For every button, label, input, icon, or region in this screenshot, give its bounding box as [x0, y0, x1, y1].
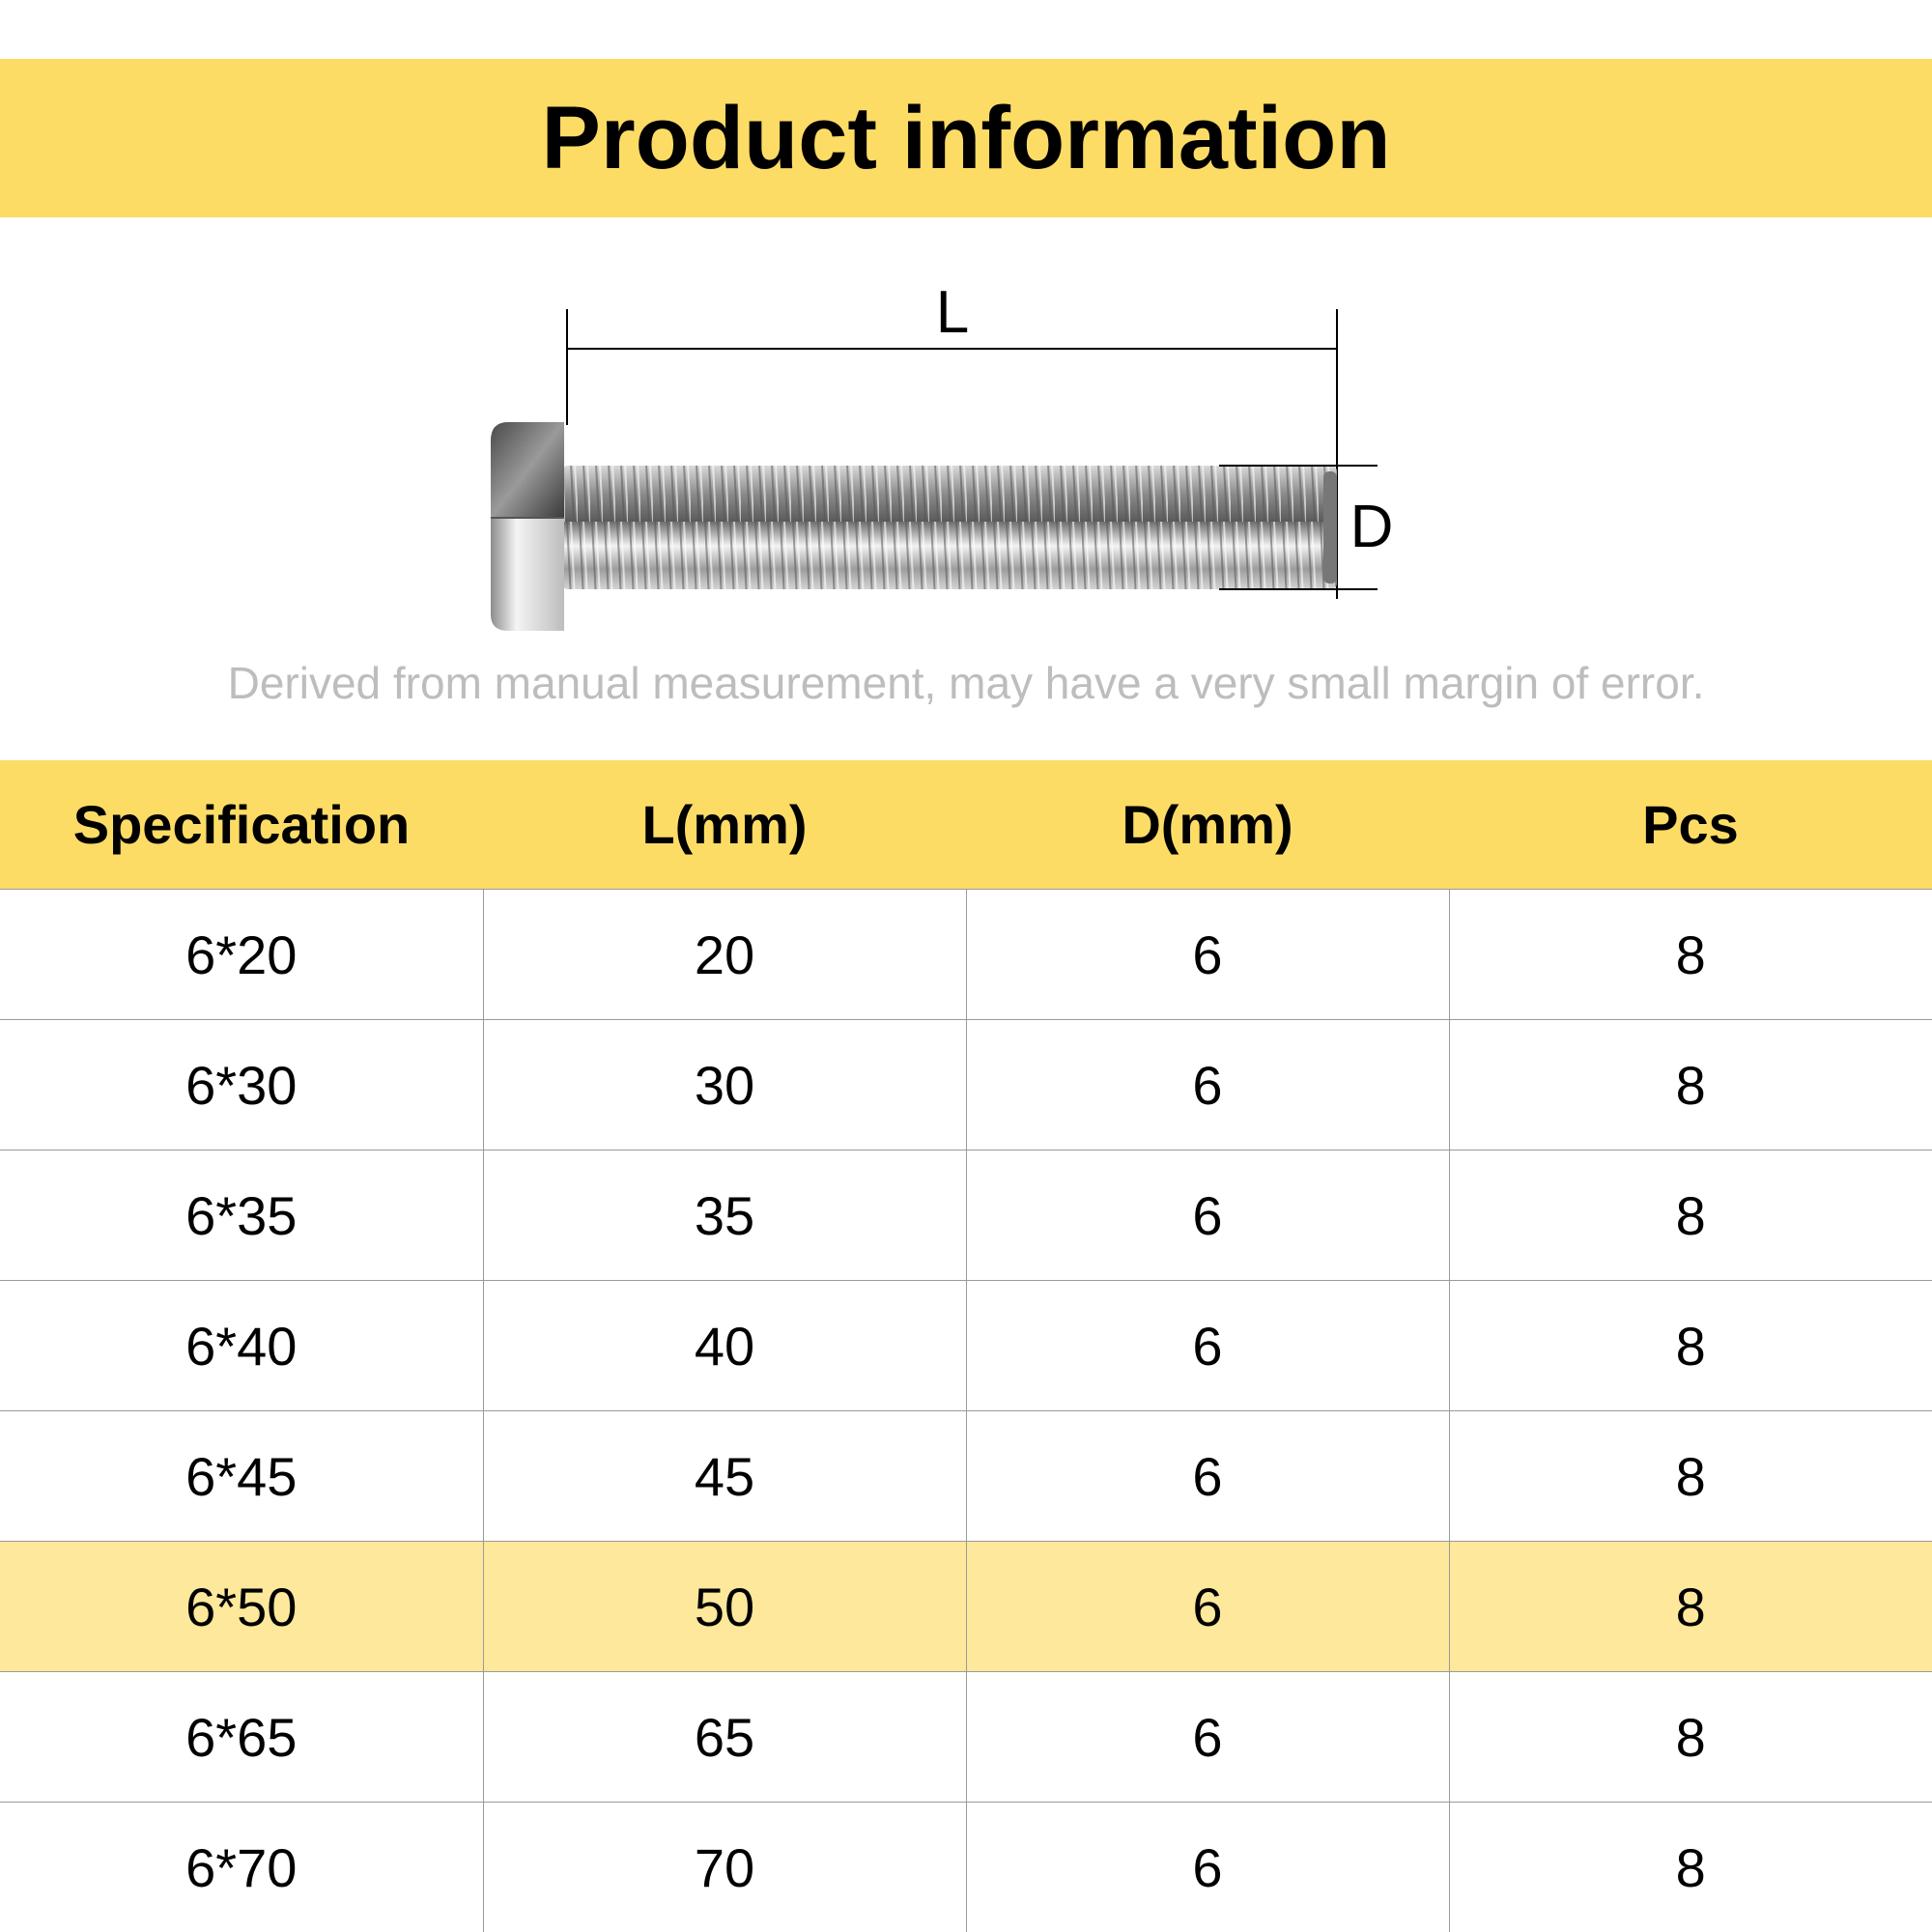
cell-diameter: 6: [965, 1802, 1450, 1932]
title-band: Product information: [0, 59, 1932, 217]
cell-diameter: 6: [965, 1541, 1450, 1672]
column-header-diameter: D(mm): [1122, 794, 1293, 855]
table-row: 6*65 65 6 8: [0, 1671, 1932, 1803]
bolt-head-face: [491, 518, 564, 631]
length-label: L: [936, 279, 969, 346]
table-row: 6*30 30 6 8: [0, 1019, 1932, 1151]
table-row: 6*40 40 6 8: [0, 1280, 1932, 1411]
cell-pcs: 8: [1448, 1671, 1932, 1803]
table-row: 6*70 70 6 8: [0, 1802, 1932, 1932]
cell-spec: 6*30: [0, 1019, 484, 1151]
cell-length: 30: [482, 1019, 967, 1151]
bolt-shaft: [562, 466, 1337, 589]
spec-table: Specification L(mm) D(mm) Pcs 6*20 20 6 …: [0, 760, 1932, 1932]
cell-spec: 6*40: [0, 1280, 484, 1411]
cell-pcs: 8: [1448, 1019, 1932, 1151]
column-header-specification: Specification: [72, 794, 411, 855]
table-row: 6*20 20 6 8: [0, 889, 1932, 1020]
cell-diameter: 6: [965, 1410, 1450, 1542]
measurement-note: Derived from manual measurement, may hav…: [227, 658, 1705, 708]
table-row: 6*35 35 6 8: [0, 1150, 1932, 1281]
cell-length: 35: [482, 1150, 967, 1281]
cell-diameter: 6: [965, 1150, 1450, 1281]
cell-spec: 6*45: [0, 1410, 484, 1542]
cell-diameter: 6: [965, 1671, 1450, 1803]
table-header-row: Specification L(mm) D(mm) Pcs: [0, 760, 1932, 890]
cell-length: 20: [482, 889, 967, 1020]
cell-pcs: 8: [1448, 889, 1932, 1020]
cell-spec: 6*65: [0, 1671, 484, 1803]
cell-length: 65: [482, 1671, 967, 1803]
cell-diameter: 6: [965, 1019, 1450, 1151]
cell-diameter: 6: [965, 889, 1450, 1020]
cell-spec: 6*20: [0, 889, 484, 1020]
cell-length: 45: [482, 1410, 967, 1542]
bolt-drawing: L D: [491, 279, 1394, 631]
bolt-diagram: L D: [0, 251, 1932, 657]
cell-spec: 6*70: [0, 1802, 484, 1932]
diameter-label: D: [1350, 494, 1394, 560]
cell-spec: 6*50: [0, 1541, 484, 1672]
table-row: 6*50 50 6 8: [0, 1541, 1932, 1672]
cell-pcs: 8: [1448, 1541, 1932, 1672]
cell-pcs: 8: [1448, 1280, 1932, 1411]
bolt-head-top: [491, 422, 564, 518]
cell-pcs: 8: [1448, 1802, 1932, 1932]
cell-length: 70: [482, 1802, 967, 1932]
cell-spec: 6*35: [0, 1150, 484, 1281]
page-title: Product information: [541, 88, 1391, 187]
cell-diameter: 6: [965, 1280, 1450, 1411]
cell-length: 50: [482, 1541, 967, 1672]
cell-pcs: 8: [1448, 1150, 1932, 1281]
cell-pcs: 8: [1448, 1410, 1932, 1542]
cell-length: 40: [482, 1280, 967, 1411]
column-header-length: L(mm): [641, 794, 808, 855]
table-row: 6*45 45 6 8: [0, 1410, 1932, 1542]
column-header-pcs: Pcs: [1642, 794, 1739, 855]
bolt-tip: [1323, 471, 1337, 583]
